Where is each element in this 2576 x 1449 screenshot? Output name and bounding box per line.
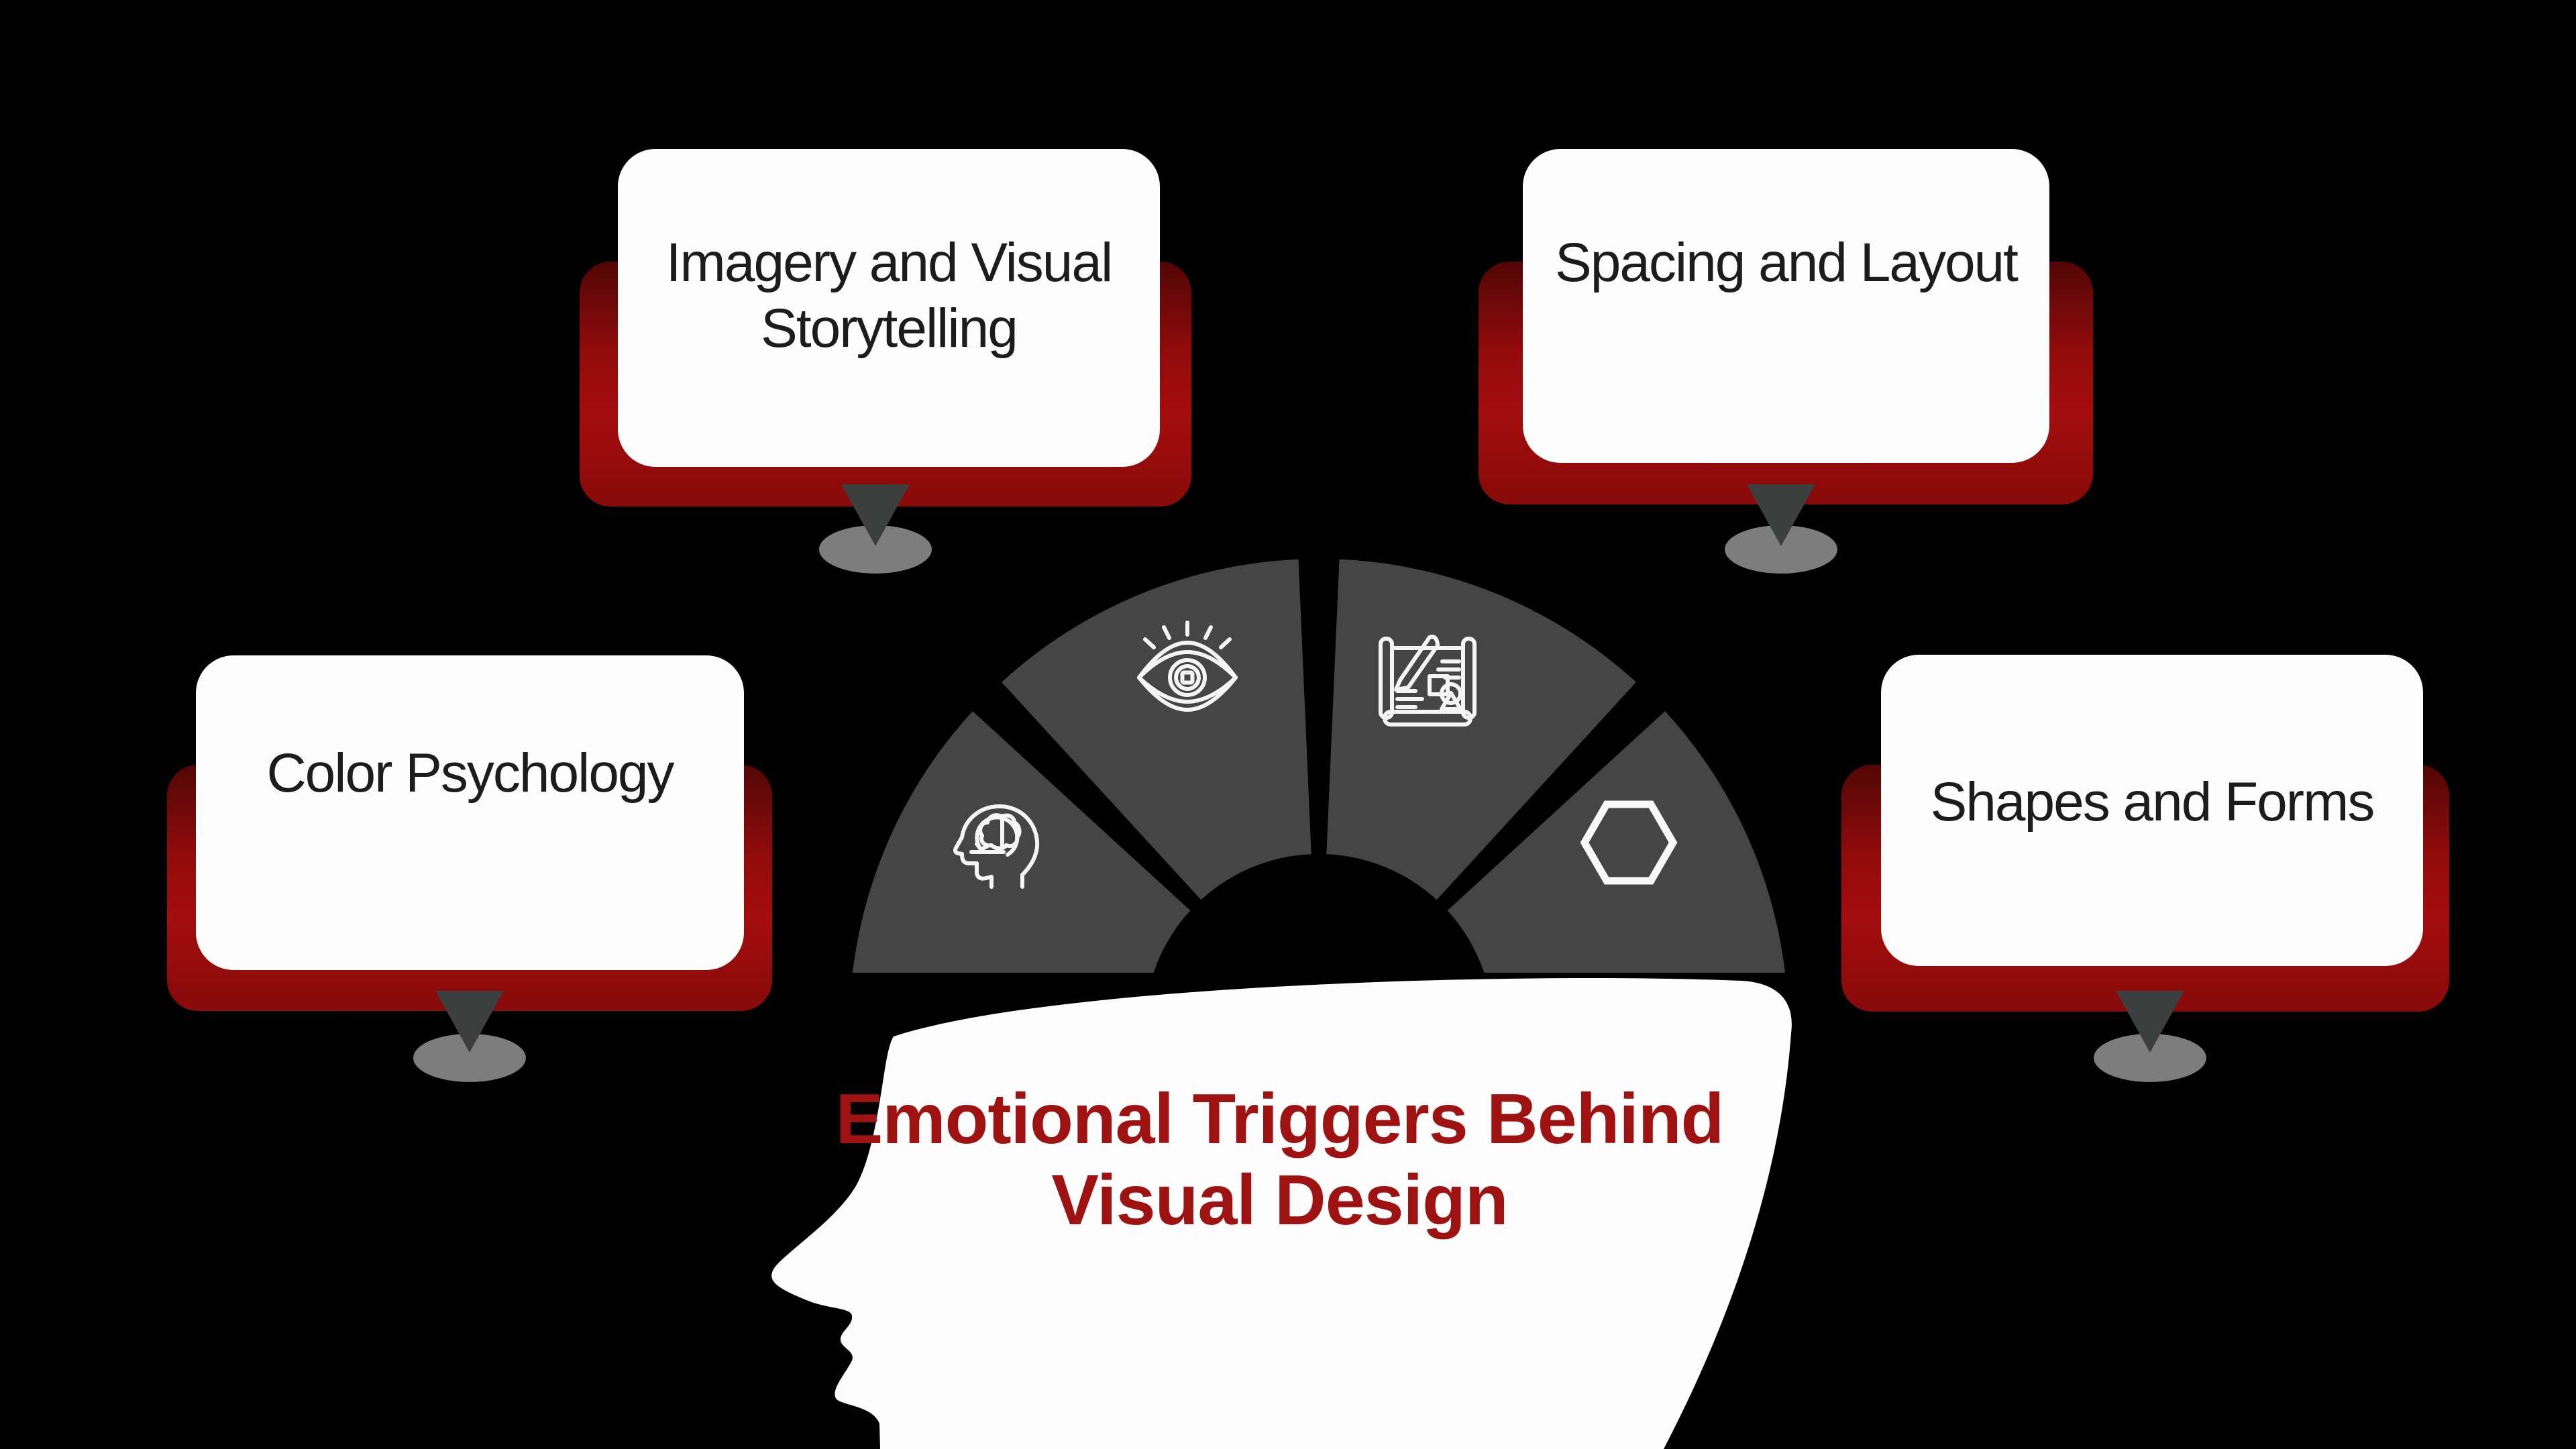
page-title-line1: Emotional Triggers Behind — [835, 1079, 1725, 1159]
card-spacing-label: Spacing and Layout — [1555, 232, 2019, 293]
card-imagery-label: Imagery and Visual Storytelling — [665, 232, 1113, 359]
hexagon-icon — [1580, 800, 1678, 885]
card-color-panel: Color Psychology — [196, 655, 744, 970]
page-title-line2: Visual Design — [1051, 1161, 1508, 1240]
fan-segment-top-right — [1326, 559, 1636, 900]
card-shapes-label: Shapes and Forms — [1930, 771, 2375, 833]
fan-segment-right — [1447, 711, 1785, 973]
scroll-pencil-icon — [1379, 635, 1477, 727]
card-shapes-panel: Shapes and Forms — [1881, 655, 2423, 966]
head-brain-icon — [953, 804, 1040, 889]
page-title: Emotional Triggers Behind Visual Design — [812, 1079, 1748, 1241]
fan-segment-left — [853, 711, 1191, 973]
head-silhouette-shape — [771, 978, 1792, 1449]
card-imagery-panel: Imagery and Visual Storytelling — [618, 149, 1160, 467]
card-spacing-panel: Spacing and Layout — [1523, 149, 2049, 463]
fan-segment-top-left — [1002, 559, 1311, 900]
card-color-label: Color Psychology — [266, 743, 674, 804]
eye-icon — [1137, 621, 1238, 712]
